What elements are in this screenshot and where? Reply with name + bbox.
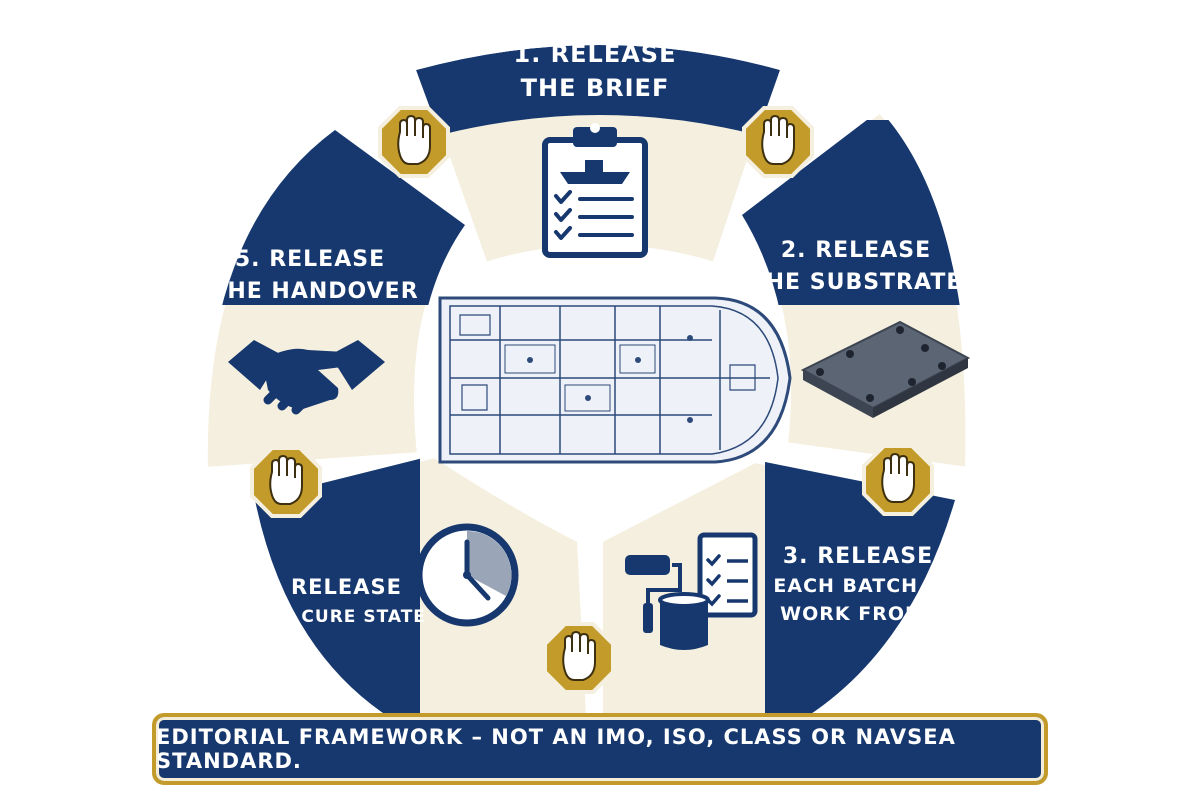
segment-title-line1: 1. RELEASE [514, 40, 677, 68]
segment-title-line1: 4. RELEASE [258, 575, 402, 599]
gate-stop-hand-icon [378, 106, 450, 178]
handshake-icon [228, 340, 385, 415]
segment-title-line2: EACH BATCH + [773, 575, 942, 597]
segment-title-line2: THE CURE STATE [254, 607, 426, 627]
clipboard-checklist-icon [542, 123, 648, 258]
disclaimer-banner: EDITORIAL FRAMEWORK – NOT AN IMO, ISO, C… [152, 713, 1048, 785]
paint-roller-can-checklist-icon [625, 532, 758, 650]
segment-release-substrate: 2. RELEASE THE SUBSTRATE [738, 105, 972, 474]
segment-title-line3: WORK FRONT [780, 603, 936, 625]
gate-stop-hand-icon [862, 444, 934, 516]
gate-stop-hand-icon [250, 446, 322, 518]
segment-title-line1: 5. RELEASE [235, 247, 385, 272]
segment-title-line2: THE BRIEF [521, 74, 670, 102]
clock-icon [415, 523, 519, 627]
gate-stop-hand-icon [543, 622, 615, 694]
segment-title-line1: 2. RELEASE [781, 238, 931, 263]
segment-title-line1: 3. RELEASE [783, 544, 933, 569]
steel-plate-icon [800, 320, 971, 418]
disclaimer-text: EDITORIAL FRAMEWORK – NOT AN IMO, ISO, C… [156, 725, 956, 773]
segment-title-line2: THE HANDOVER [211, 279, 418, 304]
hull-plan-icon [438, 296, 792, 464]
segment-release-brief: 1. RELEASE THE BRIEF [412, 40, 784, 269]
gate-stop-hand-icon [742, 106, 814, 178]
segment-title-line2: THE SUBSTRATE [750, 270, 963, 295]
